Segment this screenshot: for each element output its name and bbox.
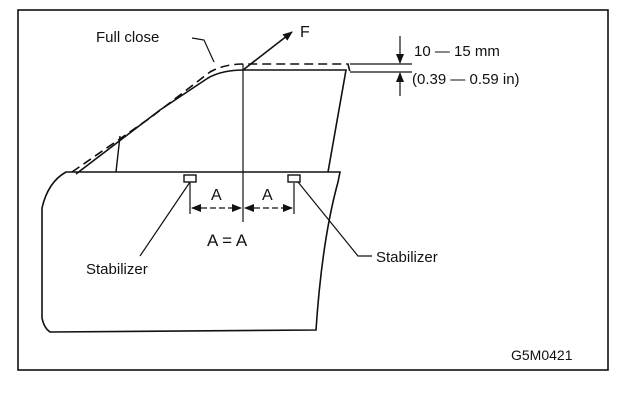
stabilizer-left-mark: [183, 174, 197, 183]
gap-mm-label: 10 — 15 mm: [414, 43, 500, 60]
stabilizer-right-mark: [287, 174, 301, 183]
stabilizer-right-leader: [297, 181, 372, 257]
full-close-outline: [71, 63, 351, 173]
gap-in-label: (0.39 — 0.59 in): [412, 71, 520, 88]
stabilizer-left-label: Stabilizer: [86, 261, 148, 278]
equation-label: A = A: [207, 231, 248, 250]
figure-code: G5M0421: [511, 347, 573, 363]
stabilizer-left-leader: [139, 181, 191, 257]
door-panel: [41, 171, 341, 333]
full-close-leader: [191, 37, 215, 63]
dim-a-right-label: A: [262, 187, 273, 204]
full-close-label: Full close: [96, 29, 159, 46]
force-label: F: [300, 24, 310, 41]
stabilizer-right-label: Stabilizer: [376, 249, 438, 266]
dim-a-left-label: A: [211, 187, 222, 204]
window-frame: [75, 69, 347, 175]
figure-frame: [17, 9, 609, 371]
window-pillar: [115, 135, 121, 173]
force-arrow: [242, 31, 293, 71]
